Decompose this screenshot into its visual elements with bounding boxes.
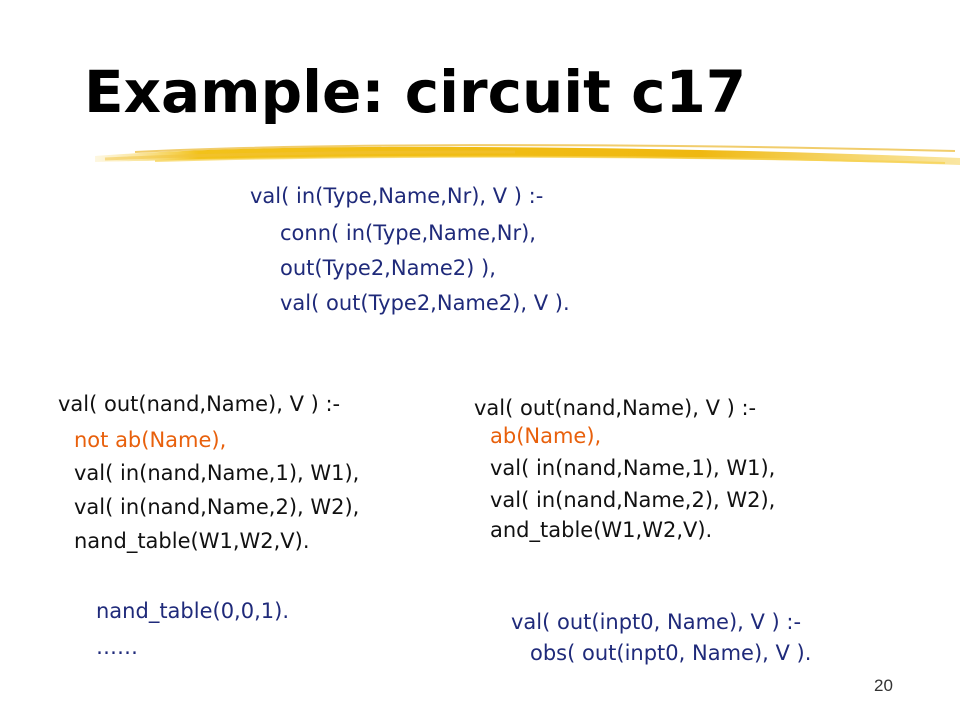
obs-rule-head: val( out(inpt0, Name), V ) :- <box>511 610 802 634</box>
right-rule-body-line: val( in(nand,Name,2), W2), <box>490 488 776 512</box>
right-rule-condition: ab(Name), <box>490 424 602 448</box>
obs-rule-body: obs( out(inpt0, Name), V ). <box>530 641 812 665</box>
left-rule-condition: not ab(Name), <box>74 428 227 452</box>
right-rule-body-line: and_table(W1,W2,V). <box>490 518 713 542</box>
left-rule-body-line: nand_table(W1,W2,V). <box>74 529 310 553</box>
left-rule-body-line: val( in(nand,Name,2), W2), <box>74 495 360 519</box>
nand-table-fact: nand_table(0,0,1). <box>96 599 289 623</box>
right-rule-head: val( out(nand,Name), V ) :- <box>474 396 757 420</box>
right-rule-body-line: val( in(nand,Name,1), W1), <box>490 456 776 480</box>
slide-title: Example: circuit c17 <box>84 58 747 126</box>
top-rule-line: out(Type2,Name2) ), <box>280 256 496 280</box>
title-underline-brush <box>95 144 960 165</box>
top-rule-line: val( out(Type2,Name2), V ). <box>280 291 570 315</box>
top-rule-head: val( in(Type,Name,Nr), V ) :- <box>250 184 544 208</box>
page-number: 20 <box>874 676 893 695</box>
left-rule-head: val( out(nand,Name), V ) :- <box>58 392 341 416</box>
top-rule-line: conn( in(Type,Name,Nr), <box>280 221 536 245</box>
left-rule-body-line: val( in(nand,Name,1), W1), <box>74 461 360 485</box>
ellipsis-continuation: …… <box>96 635 138 659</box>
